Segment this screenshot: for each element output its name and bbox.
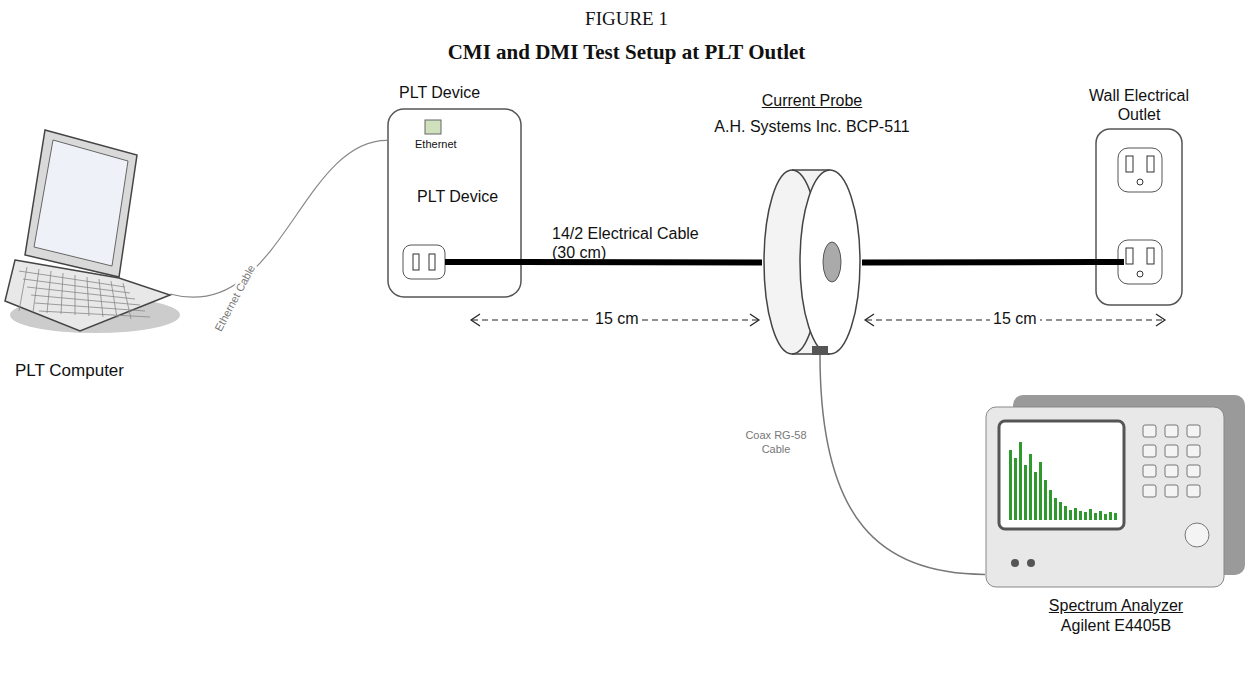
port-label: Ethernet (415, 138, 457, 150)
dimension-arrow (471, 314, 480, 326)
device-label: PLT Computer (15, 361, 124, 381)
cable-connector (862, 259, 1095, 265)
cable-label: Ethernet Cable (211, 261, 258, 335)
cable-label: Coax RG-58 Cable (744, 428, 808, 456)
probe-heading: Current Probe (762, 92, 863, 110)
device-heading: PLT Device (399, 84, 480, 102)
dimension-arrow (750, 314, 759, 326)
cable-connector (170, 140, 387, 297)
cable-connector (820, 355, 985, 574)
figure-title: FIGURE 1 (0, 8, 1253, 30)
dimension-arrow (865, 314, 874, 326)
analyzer-heading: Spectrum Analyzer (1049, 597, 1183, 615)
dimension-label: 15 cm (592, 310, 642, 328)
wall-outlet-shape (1095, 128, 1183, 306)
device-label: PLT Device (417, 188, 498, 206)
laptop-computer: PLT Computer (5, 125, 170, 385)
wall-outlet: Wall Electrical Outlet (1095, 128, 1183, 306)
spectrum-analyzer: Spectrum AnalyzerAgilent E4405B (985, 395, 1247, 590)
spectrum-analyzer-shape (985, 395, 1247, 590)
analyzer-model: Agilent E4405B (1061, 617, 1171, 635)
figure-caption: CMI and DMI Test Setup at PLT Outlet (0, 40, 1253, 65)
dimension-arrow (1156, 314, 1165, 326)
probe-model: A.H. Systems Inc. BCP-511 (714, 118, 909, 136)
current-probe-shape (762, 160, 862, 355)
plt-device-box: PLT DeviceEthernetPLT Device (387, 108, 522, 298)
current-probe: Current ProbeA.H. Systems Inc. BCP-511 (762, 160, 862, 355)
laptop-computer-shape (5, 125, 170, 385)
outlet-heading: Wall Electrical Outlet (1079, 86, 1199, 124)
dimension-label: 15 cm (990, 310, 1040, 328)
cable-label: 14/2 Electrical Cable (30 cm) (552, 224, 702, 262)
